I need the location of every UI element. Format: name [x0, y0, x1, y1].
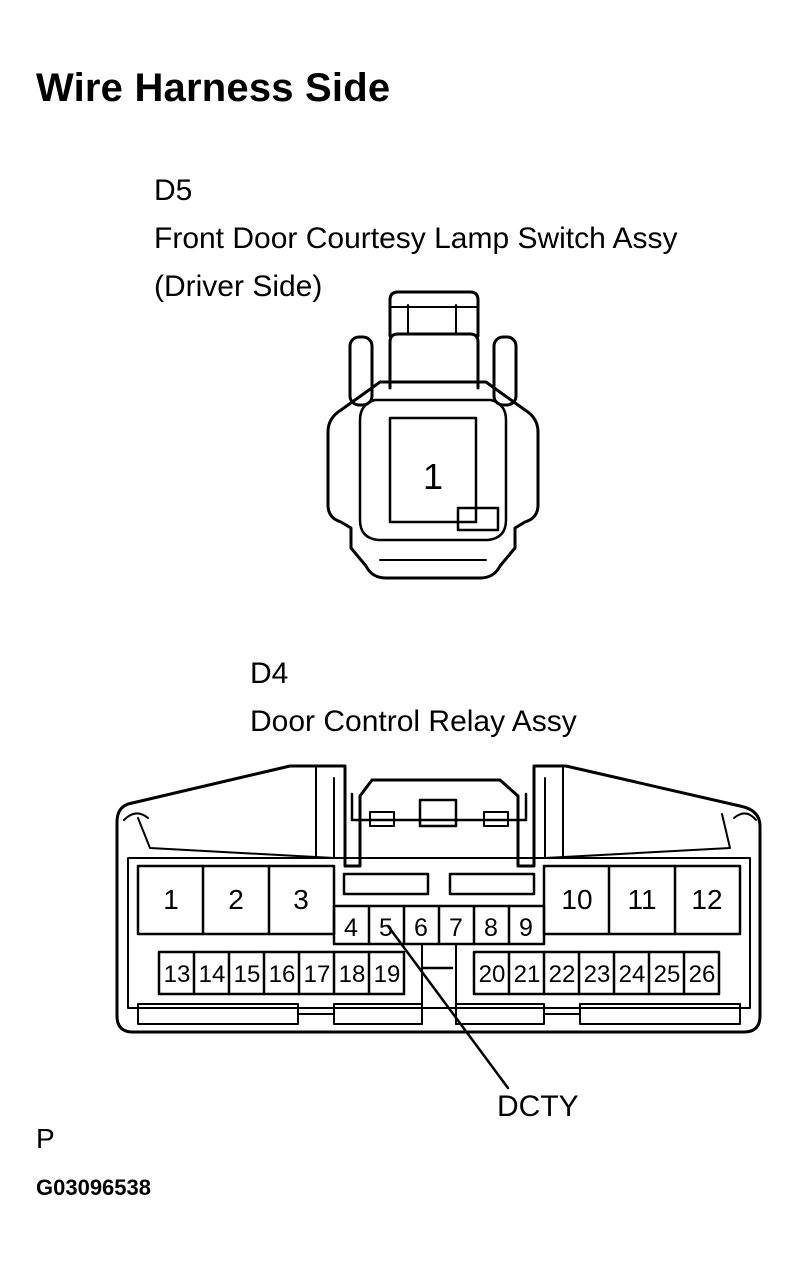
d4-connector-name: Door Control Relay Assy: [250, 705, 577, 738]
d4-pin-20: 20: [479, 961, 506, 988]
d4-pin-16: 16: [269, 961, 296, 988]
d4-pin-11: 11: [627, 884, 656, 915]
d5-connector-side: (Driver Side): [154, 270, 323, 303]
d4-connector-code: D4: [250, 657, 289, 690]
d4-pin-5: 5: [379, 914, 393, 942]
d4-pin-12: 12: [691, 884, 722, 915]
d4-pin-21: 21: [514, 961, 541, 988]
d4-pin-2: 2: [228, 884, 244, 915]
d4-pin-3: 3: [293, 884, 309, 915]
d4-pin-19: 19: [374, 961, 401, 988]
d4-pin-15: 15: [234, 961, 261, 988]
d4-pin-1: 1: [163, 884, 179, 915]
d5-connector: [326, 290, 540, 580]
d4-pin-17: 17: [304, 961, 331, 988]
d4-pin-9: 9: [519, 914, 533, 942]
d4-pin-10: 10: [561, 884, 592, 915]
d4-connector: [115, 764, 762, 1034]
d4-pin-23: 23: [584, 961, 611, 988]
d4-pin-4: 4: [344, 914, 358, 942]
d4-pin-8: 8: [484, 914, 498, 942]
d4-pin-18: 18: [339, 961, 366, 988]
d5-connector-code: D5: [154, 174, 193, 207]
d4-pin-7: 7: [449, 914, 463, 942]
d4-pin-25: 25: [654, 961, 681, 988]
d4-pin-22: 22: [549, 961, 576, 988]
d4-pin-26: 26: [689, 961, 716, 988]
d5-pin-1: 1: [423, 456, 443, 497]
d4-pin-24: 24: [619, 961, 646, 988]
d4-pin-14: 14: [199, 961, 226, 988]
page-title: Wire Harness Side: [36, 66, 391, 110]
footer-mark: P: [36, 1123, 55, 1154]
dcty-callout-label: DCTY: [497, 1090, 579, 1123]
figure-id: G03096538: [36, 1175, 151, 1200]
dcty-leader-line: [386, 924, 510, 1090]
d4-pin-6: 6: [414, 914, 428, 942]
d4-pin-13: 13: [164, 961, 191, 988]
d5-connector-name: Front Door Courtesy Lamp Switch Assy: [154, 222, 678, 255]
